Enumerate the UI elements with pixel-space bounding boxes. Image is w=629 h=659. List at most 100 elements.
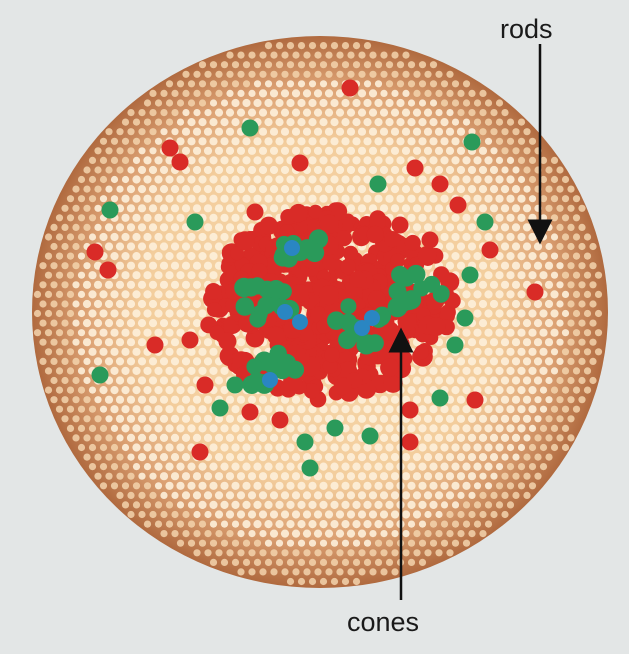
- rod-cell: [386, 559, 393, 566]
- rod-cell: [67, 291, 74, 298]
- blue-cone: [277, 304, 293, 320]
- rod-cell: [160, 396, 168, 404]
- rod-cell: [380, 166, 388, 174]
- rod-cell: [495, 175, 503, 183]
- rod-cell: [78, 176, 85, 183]
- rod-cell: [132, 195, 140, 203]
- green-cone: [413, 280, 429, 296]
- red-cone: [272, 412, 289, 429]
- rod-cell: [457, 492, 464, 499]
- rod-cell: [100, 463, 107, 470]
- rod-cell: [308, 156, 316, 164]
- rod-cell: [331, 61, 338, 68]
- rod-cell: [143, 309, 151, 317]
- rod-cell: [567, 434, 574, 441]
- rod-cell: [303, 71, 310, 78]
- rod-cell: [347, 185, 355, 193]
- rod-cell: [441, 80, 448, 87]
- rod-cell: [314, 52, 321, 59]
- rod-cell: [220, 501, 228, 509]
- rod-cell: [385, 118, 393, 126]
- rod-cell: [149, 223, 157, 231]
- rod-cell: [589, 300, 596, 307]
- rod-cell: [204, 185, 212, 193]
- rod-cell: [424, 549, 431, 556]
- rod-cell: [160, 166, 168, 174]
- rod-cell: [435, 376, 443, 384]
- rod-cell: [578, 320, 585, 327]
- rod-cell: [110, 386, 118, 394]
- rod-cell: [408, 540, 415, 547]
- rod-cell: [50, 396, 57, 403]
- rod-cell: [529, 195, 536, 202]
- rod-cell: [517, 309, 525, 317]
- rod-cell: [116, 454, 123, 461]
- rod-cell: [165, 463, 173, 471]
- rod-cell: [556, 262, 563, 269]
- rod-cell: [391, 510, 399, 518]
- rod-cell: [110, 329, 118, 337]
- rod-cell: [352, 175, 360, 183]
- rod-cell: [551, 253, 558, 260]
- rod-cell: [154, 367, 162, 375]
- rod-cell: [83, 454, 90, 461]
- rod-cell: [292, 109, 300, 117]
- rod-cell: [122, 482, 129, 489]
- rod-cell: [485, 501, 492, 508]
- rod-cell: [264, 175, 272, 183]
- rod-cell: [468, 357, 476, 365]
- rod-cell: [171, 319, 179, 327]
- rod-cell: [94, 300, 102, 308]
- rod-cell: [506, 214, 514, 222]
- rod-cell: [144, 463, 151, 470]
- rod-cell: [424, 90, 431, 97]
- rod-cell: [105, 186, 112, 193]
- rod-cell: [160, 128, 167, 135]
- rod-cell: [99, 309, 107, 317]
- rod-cell: [413, 530, 420, 537]
- green-cone: [338, 331, 356, 349]
- rod-cell: [358, 549, 365, 556]
- rod-cell: [556, 300, 563, 307]
- rod-cell: [287, 540, 294, 547]
- rod-cell: [143, 214, 151, 222]
- rod-cell: [457, 396, 465, 404]
- rod-cell: [226, 434, 234, 442]
- rod-cell: [374, 482, 382, 490]
- rod-cell: [435, 128, 443, 136]
- rod-cell: [479, 147, 487, 155]
- rod-cell: [462, 252, 470, 260]
- rod-cell: [94, 434, 101, 441]
- rod-cell: [523, 338, 531, 346]
- rod-cell: [325, 185, 333, 193]
- rod-cell: [512, 434, 520, 442]
- rod-cell: [292, 147, 300, 155]
- rod-cell: [149, 492, 156, 499]
- rod-cell: [286, 424, 294, 432]
- rod-cell: [193, 415, 201, 423]
- rod-cell: [567, 262, 574, 269]
- rod-cell: [336, 185, 344, 193]
- rod-cell: [385, 520, 393, 528]
- rod-cell: [496, 463, 503, 470]
- rod-cell: [94, 166, 101, 173]
- rod-cell: [391, 453, 399, 461]
- rod-cell: [182, 300, 190, 308]
- rod-cell: [562, 272, 569, 279]
- rod-cell: [116, 128, 123, 135]
- rod-cell: [275, 118, 283, 126]
- rod-cell: [353, 540, 360, 547]
- rod-cell: [468, 376, 476, 384]
- rod-cell: [209, 424, 217, 432]
- rod-cell: [297, 482, 305, 490]
- rod-cell: [380, 434, 388, 442]
- rod-cell: [490, 376, 498, 384]
- rod-cell: [253, 424, 261, 432]
- rod-cell: [127, 300, 135, 308]
- rod-cell: [506, 348, 514, 356]
- rod-cell: [176, 424, 184, 432]
- rod-cell: [155, 99, 162, 106]
- rod-cell: [132, 405, 140, 413]
- rod-cell: [116, 376, 124, 384]
- rod-cell: [78, 425, 85, 432]
